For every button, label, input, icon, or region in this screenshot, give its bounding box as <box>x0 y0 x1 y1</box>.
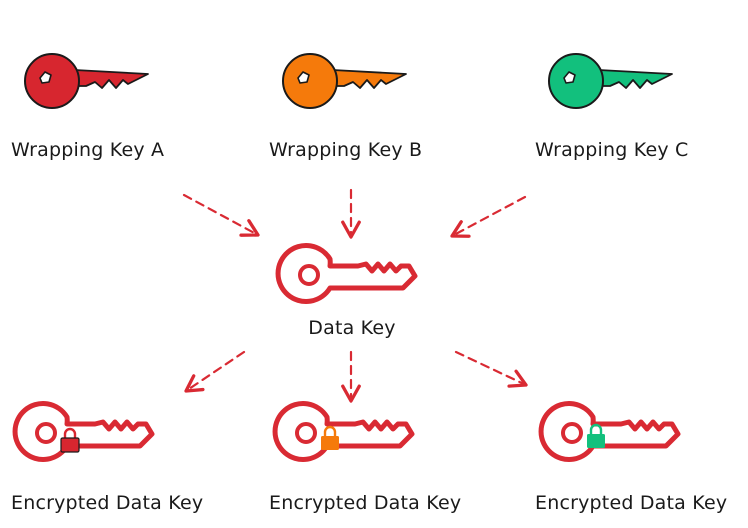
lock-1-body <box>60 437 80 453</box>
wrapping-key-c-icon <box>548 53 673 109</box>
wrapping-key-c-bow <box>548 53 604 109</box>
encrypted-data-key-3-label: Encrypted Data Key <box>535 492 728 514</box>
encrypted-data-key-2-label: Encrypted Data Key <box>269 492 462 514</box>
data-key-label: Data Key <box>308 317 396 339</box>
encrypted-data-key-3-icon <box>538 401 681 462</box>
encrypted-data-key-2-icon <box>272 401 415 462</box>
wrapping-key-b-icon <box>282 53 407 109</box>
encrypted-data-key-1-icon <box>12 401 155 462</box>
wrapping-key-a-label: Wrapping Key A <box>11 139 165 161</box>
encrypted-data-key-1-label: Encrypted Data Key <box>11 492 204 514</box>
wrapping-key-b-shaft <box>332 69 407 89</box>
data-key-icon <box>275 243 418 304</box>
lock-icon-red <box>60 427 80 453</box>
arrow-wrapping-c-to-data-key <box>450 195 527 238</box>
wrapping-key-a-bow <box>24 53 80 109</box>
arrows <box>182 188 528 403</box>
wrapping-key-c-shaft <box>598 69 673 89</box>
lock-2-body <box>321 436 339 450</box>
wrapping-key-a-icon <box>24 53 149 109</box>
wrapping-key-c-label: Wrapping Key C <box>535 139 689 161</box>
wrapping-key-a-shaft <box>74 69 149 89</box>
lock-icon-green <box>587 423 605 448</box>
arrow-wrapping-a-to-data-key <box>182 193 260 237</box>
wrapping-key-b-label: Wrapping Key B <box>269 139 423 161</box>
lock-3-body <box>587 434 605 448</box>
arrow-data-key-to-encrypted-1 <box>184 350 246 393</box>
lock-icon-orange <box>321 425 339 450</box>
arrow-data-key-to-encrypted-3 <box>454 350 528 388</box>
data-key-outline <box>275 243 418 304</box>
wrapping-key-b-bow <box>282 53 338 109</box>
